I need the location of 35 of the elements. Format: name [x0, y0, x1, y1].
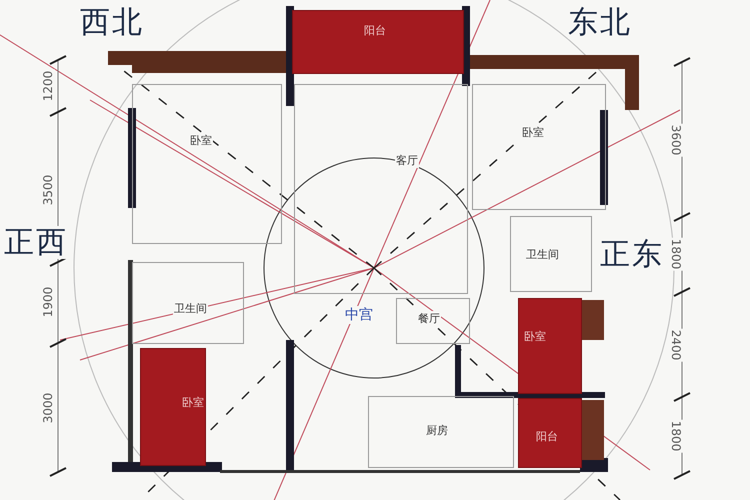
room-name: 卧室 — [181, 395, 205, 410]
direction-label: 西北 — [80, 6, 144, 39]
dimension-label: 3500 — [41, 174, 55, 206]
dimension-label: 3000 — [41, 392, 55, 424]
dimension-label: 1800 — [669, 420, 683, 452]
room-outline — [132, 262, 244, 344]
room-name: 卧室 — [523, 329, 547, 344]
room-outline — [396, 298, 470, 344]
room-name: 卧室 — [189, 133, 213, 148]
room-name: 客厅 — [395, 153, 419, 168]
room-outline — [132, 84, 282, 244]
room-name: 阳台 — [535, 429, 559, 444]
room-name: 厨房 — [425, 423, 449, 438]
highlighted-room — [140, 348, 206, 466]
dimension-label: 2400 — [669, 328, 683, 362]
room-outline — [368, 396, 514, 468]
room-name: 阳台 — [363, 23, 387, 38]
dimension-label: 1900 — [41, 286, 55, 318]
room-name: 卧室 — [521, 125, 545, 140]
dimension-label: 1200 — [41, 70, 55, 102]
dimension-label: 1800 — [669, 238, 683, 270]
direction-label: 正东 — [600, 238, 664, 271]
highlighted-room — [518, 298, 582, 394]
room-name: 餐厅 — [417, 311, 441, 326]
dimension-label: 3600 — [669, 124, 683, 156]
room-name: 卫生间 — [525, 247, 560, 262]
highlighted-room — [518, 398, 582, 468]
highlighted-room — [292, 10, 464, 74]
room-outline — [472, 84, 606, 210]
room-outline — [510, 216, 592, 292]
center-label: 中宫 — [344, 306, 374, 324]
room-name: 卫生间 — [173, 301, 208, 316]
room-outline — [294, 84, 468, 294]
direction-label: 东北 — [568, 6, 632, 39]
direction-label: 正西 — [4, 226, 68, 259]
